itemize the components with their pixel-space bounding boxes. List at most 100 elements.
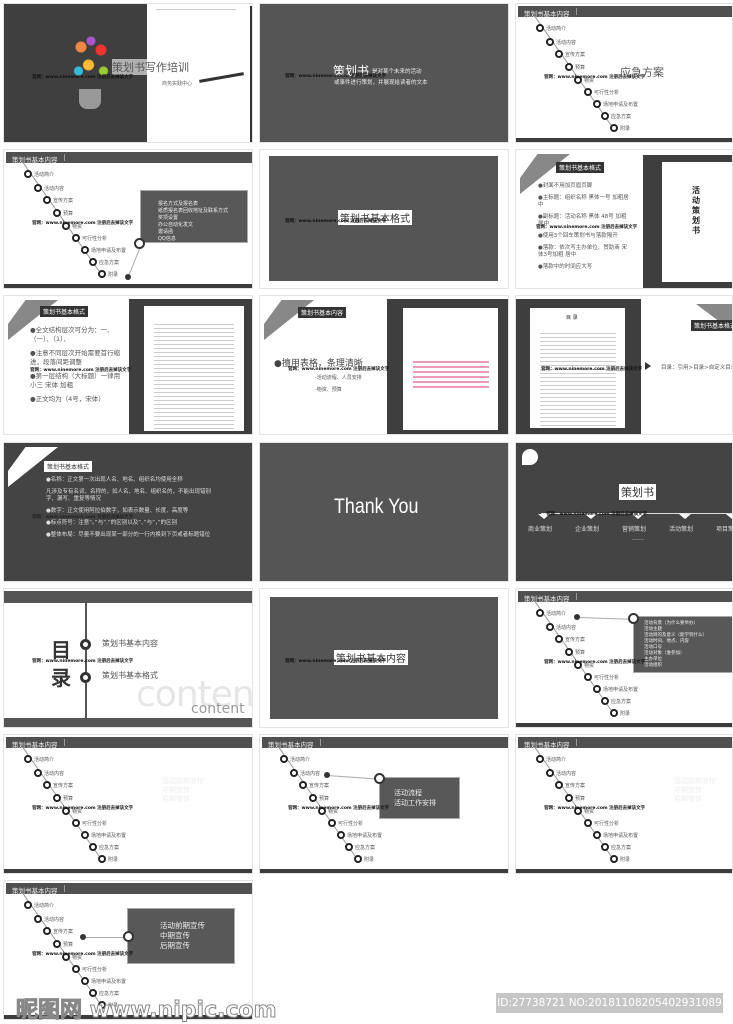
- timeline-node[interactable]: [546, 623, 554, 631]
- timeline-node[interactable]: [43, 927, 51, 935]
- slide-title[interactable]: 策划书写作培训 商务实践中心 官网：www.ninemore.com 注册后去掉…: [3, 3, 253, 143]
- timeline-node[interactable]: [98, 855, 106, 863]
- timeline-node[interactable]: [98, 1001, 106, 1009]
- timeline-node[interactable]: [601, 112, 609, 120]
- timeline-node[interactable]: [536, 755, 544, 763]
- timeline-node[interactable]: [34, 915, 42, 923]
- slide-cover-format[interactable]: 策划书基本格式 ●封面不用加页眉页脚●主标题：组织名称 黑体一号 加粗居中●副标…: [515, 149, 733, 289]
- slide-contents[interactable]: content content 目 录 策划书基本内容 策划书基本格式 官网：w…: [3, 588, 253, 728]
- timeline-node[interactable]: [24, 170, 32, 178]
- list-line: 中期宣传: [160, 931, 190, 940]
- timeline-node[interactable]: [53, 940, 61, 948]
- timeline-node[interactable]: [536, 609, 544, 617]
- timeline-node[interactable]: [601, 843, 609, 851]
- timeline-node[interactable]: [565, 63, 573, 71]
- timeline-node[interactable]: [34, 769, 42, 777]
- timeline-node[interactable]: [593, 831, 601, 839]
- timeline-node[interactable]: [24, 901, 32, 909]
- watermark-text: 官网：www.ninemore.com 注册后去掉该文字: [30, 368, 132, 373]
- timeline-node[interactable]: [81, 246, 89, 254]
- timeline-item-label: 活动简介: [290, 757, 311, 763]
- timeline-node[interactable]: [593, 685, 601, 693]
- timeline-node[interactable]: [337, 831, 345, 839]
- slide-thank-you[interactable]: Thank You: [259, 442, 509, 582]
- slide-timeline-promo-faint-2[interactable]: 策划书基本内容 活动前期宣传中期宣传后期宣传 活动简介活动内容宣传方案预算物资可…: [515, 734, 733, 874]
- timeline-node[interactable]: [345, 843, 353, 851]
- timeline-item-label: 可行性分析: [594, 675, 620, 681]
- slide-plan-types[interactable]: 策划书 商业策划企业策划营销策划活动策划项目策划 …… 官网：www.ninem…: [515, 442, 733, 582]
- timeline-node[interactable]: [546, 769, 554, 777]
- timeline-node[interactable]: [555, 635, 563, 643]
- contents-item-2[interactable]: 策划书基本格式: [102, 671, 158, 680]
- timeline-node[interactable]: [43, 196, 51, 204]
- bullet-list: ●全文结构层次可分为：一、（一）、（1）、●注意不同层次开始需要首行缩进，段落间…: [30, 326, 125, 409]
- timeline-node[interactable]: [62, 953, 70, 961]
- timeline-item-label: 应急方案: [611, 845, 632, 851]
- timeline-node[interactable]: [354, 855, 362, 863]
- timeline-node[interactable]: [89, 989, 97, 997]
- timeline-node[interactable]: [536, 24, 544, 32]
- timeline-node[interactable]: [574, 661, 582, 669]
- slide-structure-format[interactable]: 策划书基本格式 ●全文结构层次可分为：一、（一）、（1）、●注意不同层次开始需要…: [3, 295, 253, 435]
- timeline-node[interactable]: [565, 794, 573, 802]
- watermark-text: 官网：www.ninemore.com 注册后去掉该文字: [285, 219, 387, 224]
- timeline-node[interactable]: [565, 648, 573, 656]
- timeline-node[interactable]: [601, 697, 609, 705]
- slide-toc-format[interactable]: 目 录 策划书基本格式 目录：引用>目录>自定义目录 官网：www.ninemo…: [515, 295, 733, 435]
- slide-table-tips[interactable]: 策划书基本内容 ●擅用表格，条理清晰 -活动流程、人员安排 -物资、预算 官网：…: [259, 295, 509, 435]
- timeline-node[interactable]: [72, 819, 80, 827]
- slide-timeline-appendix[interactable]: 策划书基本内容 报名方式及报名表纸质报名表回收地址及联系方式奖项设置办公自动化发…: [3, 149, 253, 289]
- timeline-node[interactable]: [34, 184, 42, 192]
- timeline-node[interactable]: [593, 100, 601, 108]
- timeline-node[interactable]: [546, 38, 554, 46]
- timeline-node[interactable]: [72, 965, 80, 973]
- site-logo-watermark: 昵图网 www.nipic.com: [16, 998, 278, 1024]
- timeline-node[interactable]: [574, 76, 582, 84]
- watermark-text: 官网：www.ninemore.com 注册后去掉该文字: [544, 660, 646, 665]
- timeline-node[interactable]: [62, 222, 70, 230]
- timeline-node[interactable]: [81, 831, 89, 839]
- slide-timeline-content[interactable]: 策划书基本内容 活动流程活动工作安排 活动简介活动内容宣传方案预算物资可行性分析…: [259, 734, 509, 874]
- timeline-item-label: 物资: [72, 809, 83, 815]
- timeline-item-label: 可行性分析: [82, 236, 108, 242]
- contents-item-1[interactable]: 策划书基本内容: [102, 639, 158, 648]
- timeline-node[interactable]: [299, 781, 307, 789]
- timeline-node[interactable]: [555, 50, 563, 58]
- timeline-node[interactable]: [280, 755, 288, 763]
- timeline-node[interactable]: [610, 709, 618, 717]
- timeline-node[interactable]: [309, 794, 317, 802]
- timeline-node[interactable]: [98, 270, 106, 278]
- timeline-node[interactable]: [24, 755, 32, 763]
- slide-definition[interactable]: 策划书 是对某个未来的活动 或事件进行策划，并展现给读者的文本 官网：www.n…: [259, 3, 509, 143]
- slide-timeline-intro[interactable]: 策划书基本内容 活动背景（为什么要举办）活动主题活动目的及意义（能学到什么）活动…: [515, 588, 733, 728]
- contents-node: [80, 639, 91, 650]
- slide-section-content[interactable]: 策划书基本内容 官网：www.ninemore.com 注册后去掉该文字: [259, 588, 509, 728]
- slide-section-format[interactable]: 策划书基本格式 官网：www.ninemore.com 注册后去掉该文字: [259, 149, 509, 289]
- slide-naming-format[interactable]: 策划书基本格式 ●名称：正文第一次出现人名、地名、组织名均使用全称凡涉及专有名词…: [3, 442, 253, 582]
- timeline-node[interactable]: [62, 807, 70, 815]
- timeline-node[interactable]: [81, 977, 89, 985]
- slide-timeline-promo[interactable]: 策划书基本内容 活动前期宣传中期宣传后期宣传 活动简介活动内容宣传方案预算物资可…: [3, 880, 253, 1020]
- timeline-node[interactable]: [318, 807, 326, 815]
- timeline-node[interactable]: [43, 781, 51, 789]
- timeline-node[interactable]: [584, 673, 592, 681]
- watermark-text: 官网：www.ninemore.com 注册后去掉该文字: [546, 512, 648, 517]
- timeline-node[interactable]: [584, 88, 592, 96]
- timeline-node[interactable]: [574, 807, 582, 815]
- timeline-node[interactable]: [610, 124, 618, 132]
- timeline-node[interactable]: [555, 781, 563, 789]
- timeline-node[interactable]: [584, 819, 592, 827]
- timeline-node[interactable]: [89, 843, 97, 851]
- timeline-node[interactable]: [53, 794, 61, 802]
- timeline-node[interactable]: [290, 769, 298, 777]
- timeline-node[interactable]: [89, 258, 97, 266]
- slide-timeline-emergency[interactable]: 策划书基本内容 应急方案 活动简介活动内容宣传方案预算物资可行性分析场地申请及布…: [515, 3, 733, 143]
- timeline-node[interactable]: [610, 855, 618, 863]
- timeline-node[interactable]: [328, 819, 336, 827]
- timeline-node[interactable]: [72, 234, 80, 242]
- bottom-bar: [4, 1015, 252, 1019]
- timeline-node[interactable]: [53, 209, 61, 217]
- list-line: ●正文均为（4号，宋体）: [30, 395, 105, 403]
- slide-timeline-promo-faint[interactable]: 策划书基本内容 活动前期宣传中期宣传后期宣传 活动简介活动内容宣传方案预算物资可…: [3, 734, 253, 874]
- connector-line: [83, 937, 128, 938]
